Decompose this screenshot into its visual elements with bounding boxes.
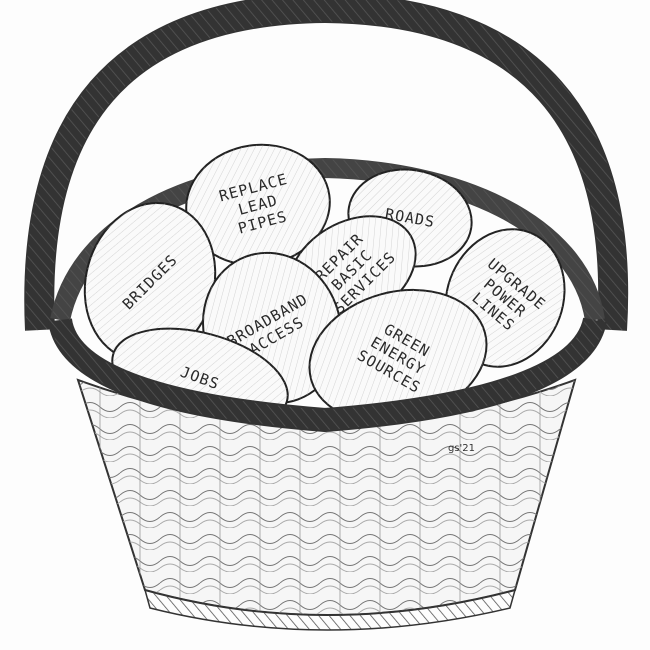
egg-shading (309, 289, 487, 423)
egg-shading (84, 202, 216, 362)
artist-signature: gs'21 (448, 443, 475, 454)
basket-base (143, 588, 517, 631)
basket-handle (24, 0, 629, 331)
egg-shading (186, 144, 330, 266)
egg-bridges: BRIDGES (83, 201, 217, 363)
